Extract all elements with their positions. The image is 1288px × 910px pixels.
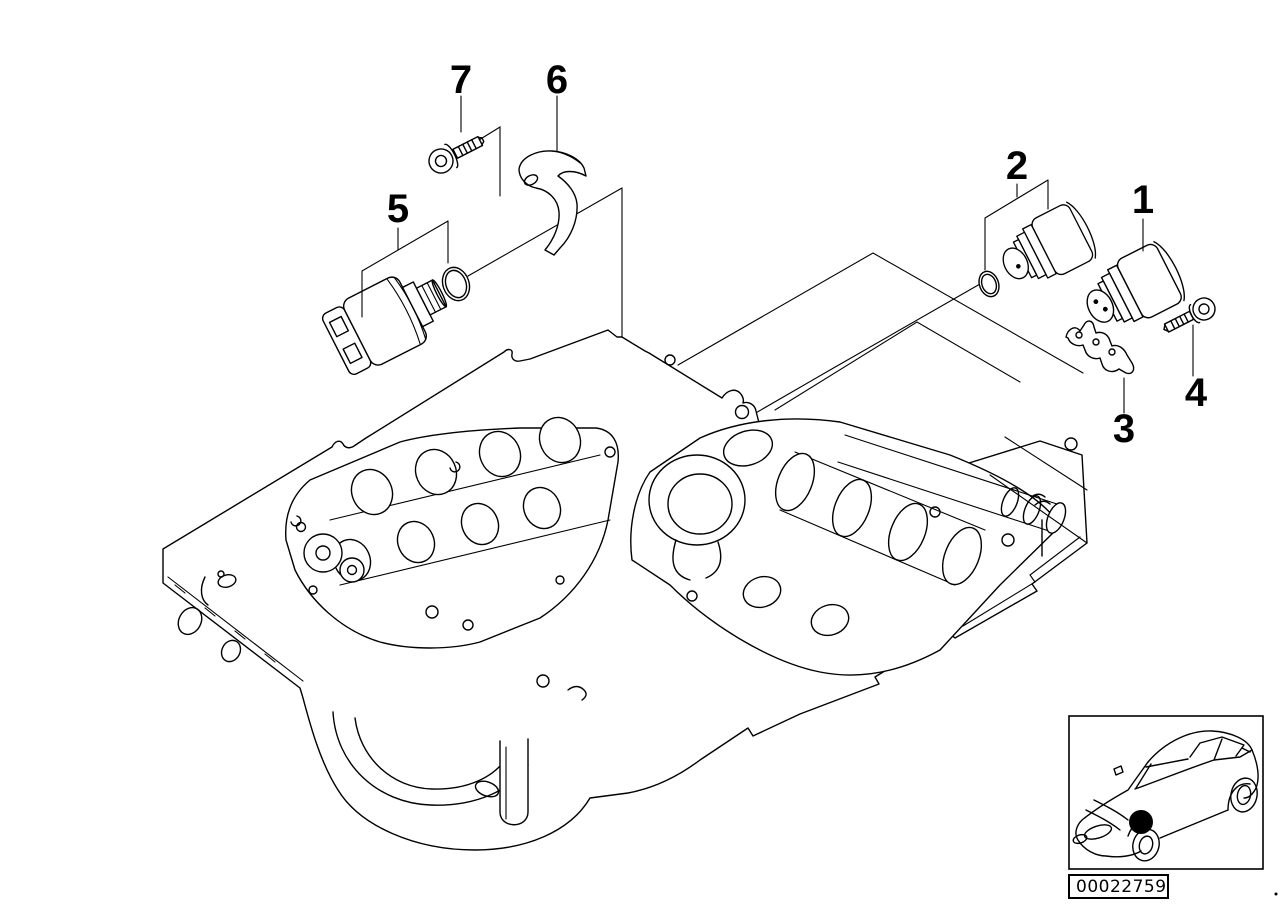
hook-bracket-6 [518,150,587,256]
o-ring-5 [441,266,471,302]
valve-body-right-cluster [630,418,1067,676]
valve-body-left-cluster [285,416,619,649]
callout-5[interactable]: 5 [386,187,410,231]
part-number-box: 00022759 [1068,874,1169,899]
o-ring-2 [978,270,1000,298]
solenoid-valve-2 [1002,201,1097,280]
dot-artifact [1274,892,1278,896]
solenoid-valve-1 [1086,241,1185,323]
part-number: 00022759 [1076,876,1167,897]
callout-7[interactable]: 7 [449,58,473,102]
callout-1[interactable]: 1 [1131,178,1155,222]
callout-6[interactable]: 6 [545,58,569,102]
bolt-7 [428,135,485,174]
car-icon [1072,730,1259,862]
location-marker-dot [1129,810,1153,834]
callout-2[interactable]: 2 [1005,144,1029,188]
bolt-4 [1163,297,1216,333]
leader-lines [361,95,1194,414]
callout-4[interactable]: 4 [1184,371,1208,415]
solenoid-valve-5 [321,276,448,375]
plate-face-lines [989,436,1088,544]
retaining-bracket-3 [1065,320,1135,375]
plane-lines [467,126,1084,538]
callout-3[interactable]: 3 [1112,407,1136,451]
car-inset-border [1068,715,1264,870]
car-inset [1068,715,1264,870]
